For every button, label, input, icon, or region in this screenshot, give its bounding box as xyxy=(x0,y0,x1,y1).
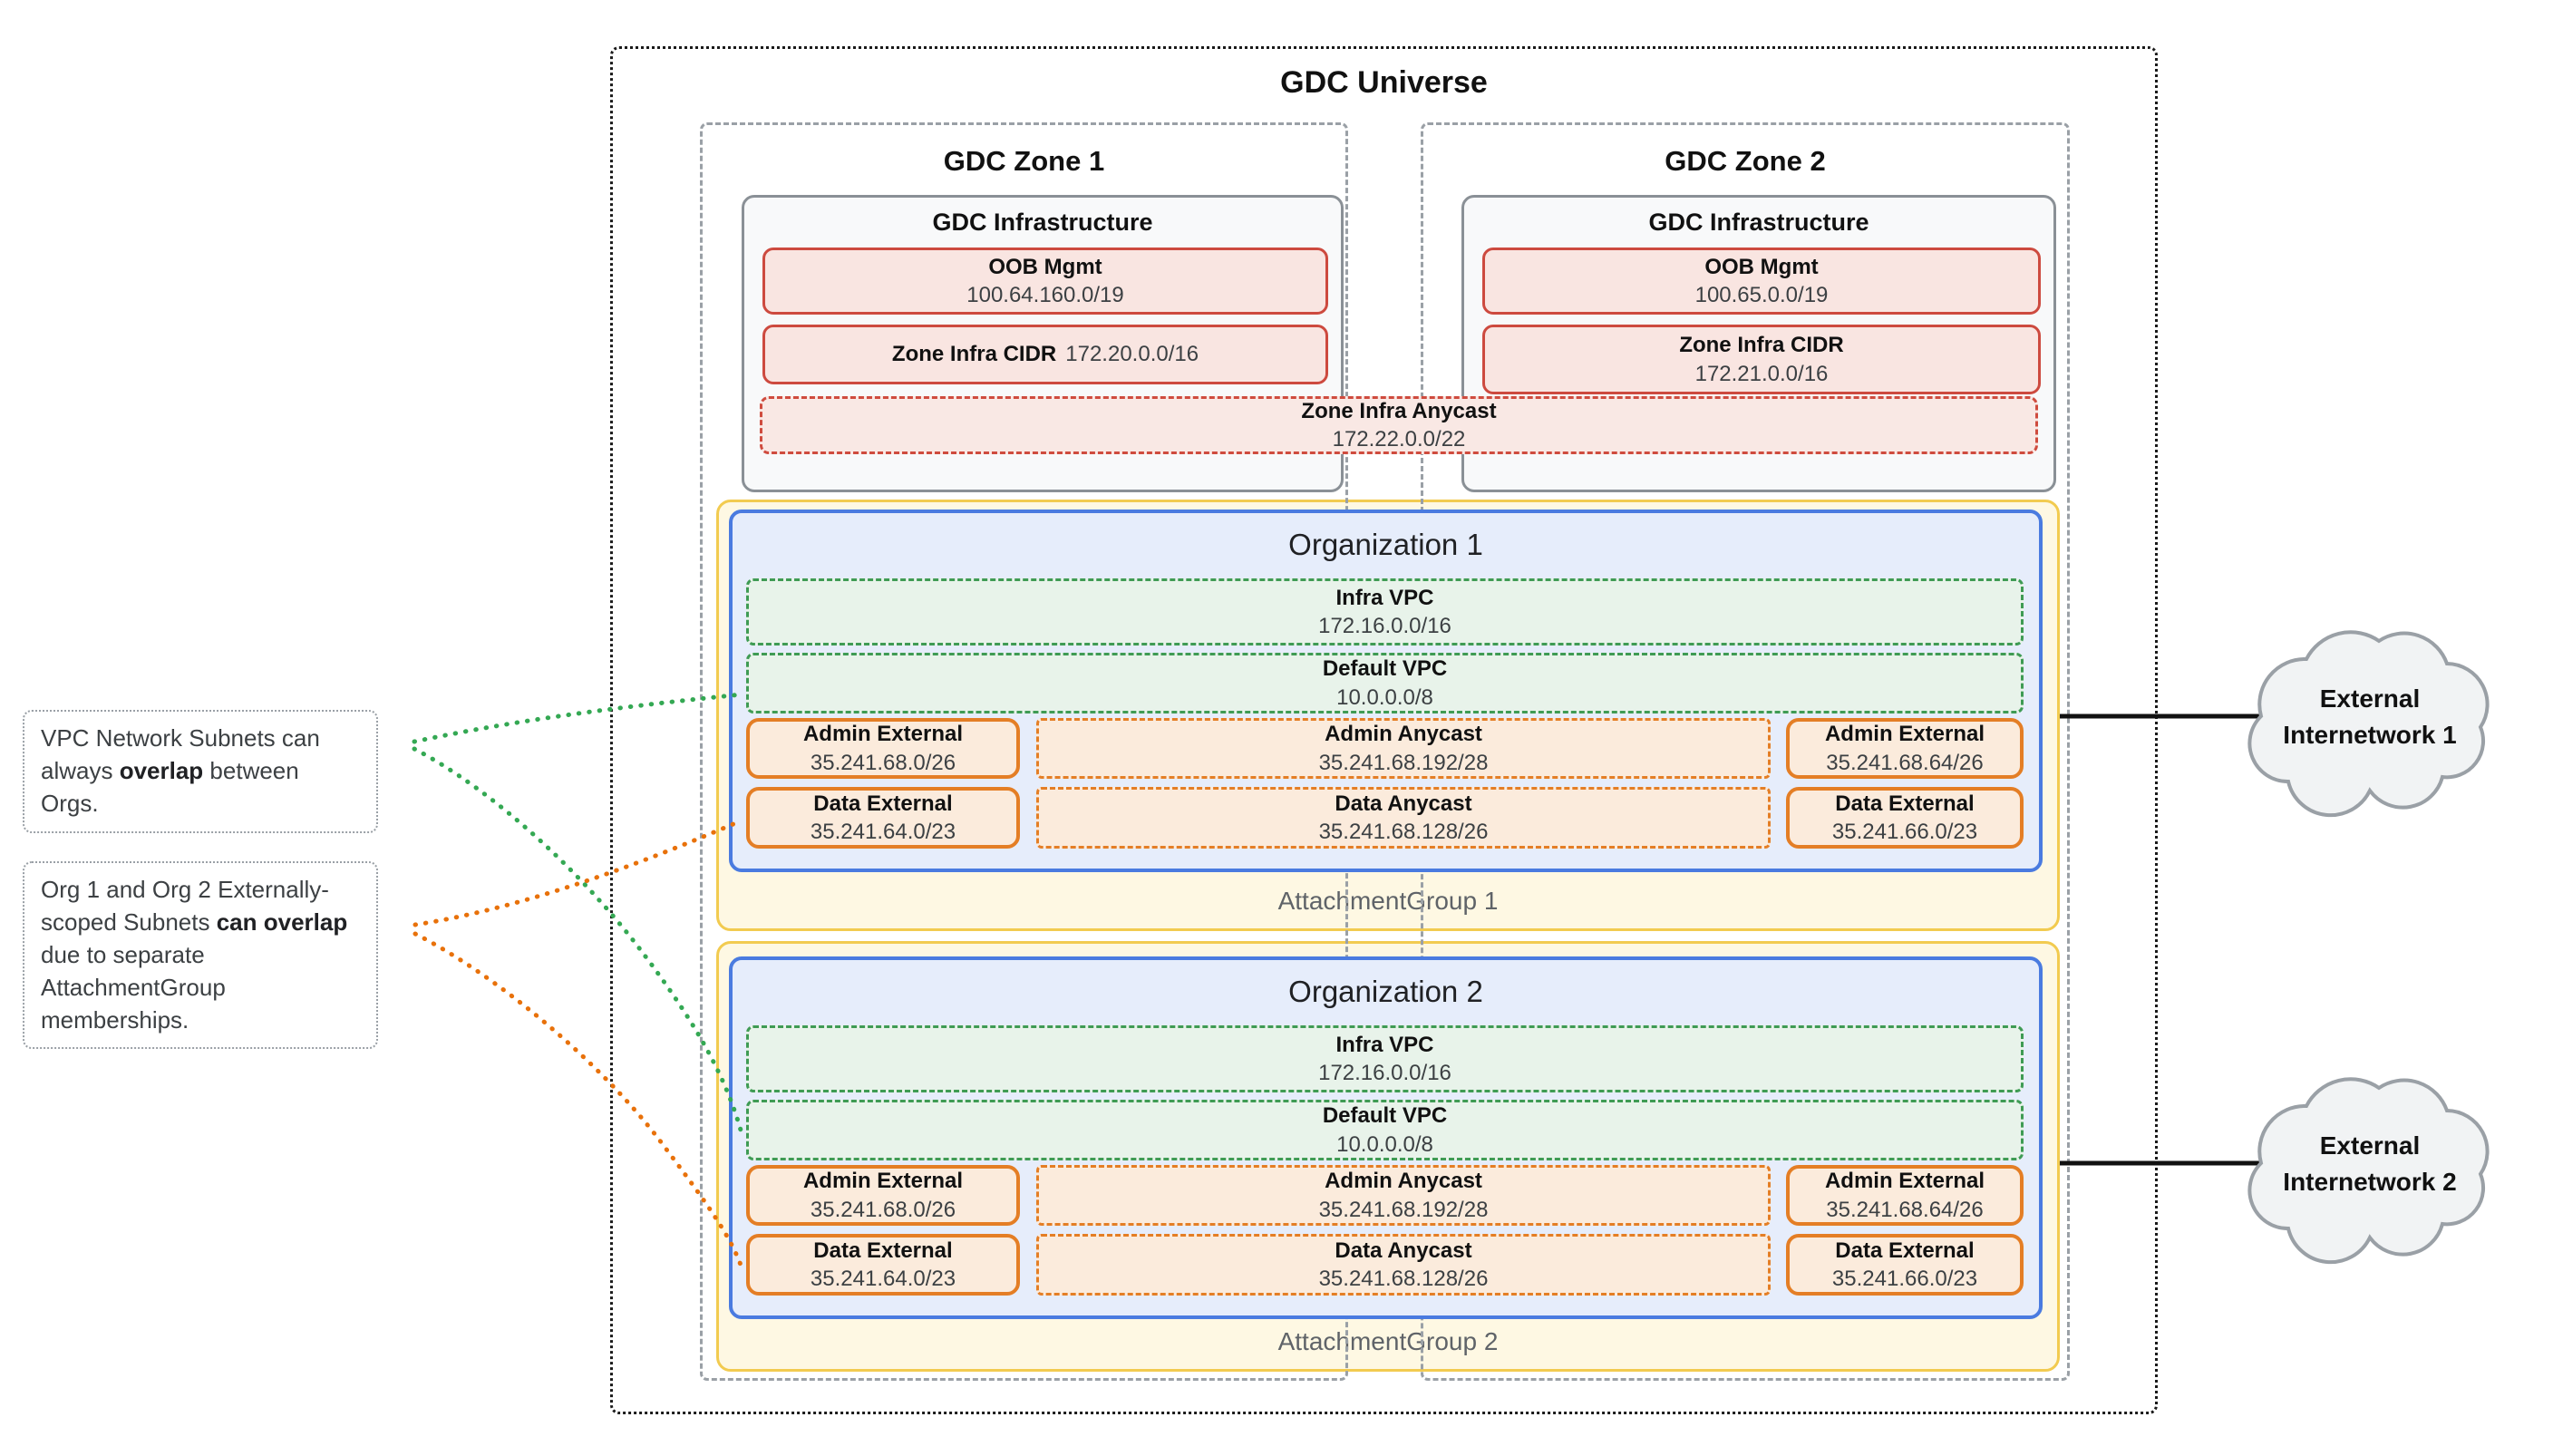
data-anycast-label: Data Anycast xyxy=(1335,791,1472,816)
data-external-label: Data External xyxy=(813,791,953,816)
data-anycast-label: Data Anycast xyxy=(1335,1238,1472,1263)
admin-external-label: Admin External xyxy=(802,1169,964,1194)
admin-external-label: Admin External xyxy=(1824,722,1985,747)
org1-admin-anycast: Admin Anycast 35.241.68.192/28 xyxy=(1036,718,1771,779)
data-external-cidr: 35.241.64.0/23 xyxy=(810,820,956,844)
zone-1-infra-cidr-box: Zone Infra CIDR 172.20.0.0/16 xyxy=(762,325,1328,384)
admin-external-label: Admin External xyxy=(1824,1169,1985,1194)
admin-external-cidr: 35.241.68.64/26 xyxy=(1826,750,1984,775)
org2-admin-anycast: Admin Anycast 35.241.68.192/28 xyxy=(1036,1165,1771,1226)
zone-infra-anycast-box: Zone Infra Anycast 172.22.0.0/22 xyxy=(760,396,2038,454)
zone-2-infra-title: GDC Infrastructure xyxy=(1648,209,1869,236)
org1-admin-external-right: Admin External 35.241.68.64/26 xyxy=(1786,718,2024,779)
org1-default-vpc: Default VPC 10.0.0.0/8 xyxy=(746,653,2024,713)
zone-1-infra-title: GDC Infrastructure xyxy=(932,209,1153,236)
zone-2-title: GDC Zone 2 xyxy=(1665,145,1826,177)
data-external-cidr: 35.241.66.0/23 xyxy=(1831,820,1978,844)
universe-title: GDC Universe xyxy=(1280,65,1488,100)
admin-external-label: Admin External xyxy=(802,722,964,747)
default-vpc-label: Default VPC xyxy=(1322,656,1448,682)
zone-2-oob-mgmt-box: OOB Mgmt 100.65.0.0/19 xyxy=(1482,248,2041,315)
annotation-vpc-overlap: VPC Network Subnets can always overlap b… xyxy=(23,710,378,833)
infra-vpc-label: Infra VPC xyxy=(1335,585,1434,610)
org1-data-anycast: Data Anycast 35.241.68.128/26 xyxy=(1036,787,1771,849)
oob-label: OOB Mgmt xyxy=(988,254,1102,279)
zone-infra-cidr-label: Zone Infra CIDR xyxy=(1679,333,1844,358)
zone-1-title: GDC Zone 1 xyxy=(943,145,1105,177)
data-external-label: Data External xyxy=(813,1238,953,1263)
admin-external-cidr: 35.241.68.0/26 xyxy=(810,1197,956,1222)
cloud-1-label-line2: Internetwork 1 xyxy=(2283,721,2456,749)
org1-admin-external-left: Admin External 35.241.68.0/26 xyxy=(746,718,1020,779)
attachment-group-2-label: AttachmentGroup 2 xyxy=(1277,1327,1499,1355)
org1-infra-vpc: Infra VPC 172.16.0.0/16 xyxy=(746,578,2024,645)
organization-1: Organization 1 Infra VPC 172.16.0.0/16 D… xyxy=(729,510,2043,872)
org2-data-external-right: Data External 35.241.66.0/23 xyxy=(1786,1234,2024,1296)
admin-anycast-cidr: 35.241.68.192/28 xyxy=(1318,750,1489,775)
admin-anycast-cidr: 35.241.68.192/28 xyxy=(1318,1197,1489,1222)
data-external-cidr: 35.241.66.0/23 xyxy=(1831,1267,1978,1291)
organization-2: Organization 2 Infra VPC 172.16.0.0/16 D… xyxy=(729,956,2043,1319)
zone-infra-cidr-value: 172.21.0.0/16 xyxy=(1694,361,1829,386)
org2-data-anycast: Data Anycast 35.241.68.128/26 xyxy=(1036,1234,1771,1296)
annotation-text: Org 1 and Org 2 Externally-scoped Subnet… xyxy=(41,876,329,936)
cloud-icon xyxy=(2247,1077,2490,1265)
organization-1-title: Organization 1 xyxy=(1288,528,1483,561)
oob-cidr: 100.64.160.0/19 xyxy=(966,283,1124,307)
infra-vpc-label: Infra VPC xyxy=(1335,1032,1434,1057)
infra-vpc-cidr: 172.16.0.0/16 xyxy=(1318,614,1451,638)
default-vpc-cidr: 10.0.0.0/8 xyxy=(1336,684,1433,710)
admin-anycast-label: Admin Anycast xyxy=(1325,722,1482,747)
oob-cidr: 100.65.0.0/19 xyxy=(1694,283,1829,307)
oob-label: OOB Mgmt xyxy=(1704,254,1819,279)
org2-admin-external-left: Admin External 35.241.68.0/26 xyxy=(746,1165,1020,1226)
external-internetwork-1: External Internetwork 1 xyxy=(2247,630,2490,818)
external-internetwork-2: External Internetwork 2 xyxy=(2247,1077,2490,1265)
annotation-bold-text: can overlap xyxy=(216,908,348,936)
cloud-2-label-line2: Internetwork 2 xyxy=(2283,1168,2456,1196)
zone-infra-cidr-label: Zone Infra CIDR xyxy=(891,342,1057,367)
admin-external-cidr: 35.241.68.0/26 xyxy=(810,750,956,775)
org2-admin-external-right: Admin External 35.241.68.64/26 xyxy=(1786,1165,2024,1226)
annotation-text: between Orgs. xyxy=(41,756,299,817)
annotation-bold-text: overlap xyxy=(119,756,204,784)
zone-2-infra-cidr-box: Zone Infra CIDR 172.21.0.0/16 xyxy=(1482,325,2041,394)
admin-external-cidr: 35.241.68.64/26 xyxy=(1826,1197,1984,1222)
infra-vpc-cidr: 172.16.0.0/16 xyxy=(1318,1061,1451,1085)
default-vpc-cidr: 10.0.0.0/8 xyxy=(1336,1131,1433,1157)
data-external-label: Data External xyxy=(1835,791,1975,816)
organization-2-title: Organization 2 xyxy=(1288,975,1483,1008)
cloud-icon xyxy=(2247,630,2490,818)
zone-1-oob-mgmt-box: OOB Mgmt 100.64.160.0/19 xyxy=(762,248,1328,315)
annotation-external-overlap: Org 1 and Org 2 Externally-scoped Subnet… xyxy=(23,861,378,1050)
zone-infra-anycast-label: Zone Infra Anycast xyxy=(1301,398,1497,423)
admin-anycast-label: Admin Anycast xyxy=(1325,1169,1482,1194)
cloud-2-label-line1: External xyxy=(2320,1131,2421,1160)
default-vpc-label: Default VPC xyxy=(1322,1103,1448,1129)
zone-infra-anycast-cidr: 172.22.0.0/22 xyxy=(1332,427,1466,451)
data-anycast-cidr: 35.241.68.128/26 xyxy=(1318,820,1489,844)
org2-data-external-left: Data External 35.241.64.0/23 xyxy=(746,1234,1020,1296)
zone-infra-cidr-value: 172.20.0.0/16 xyxy=(1065,342,1199,367)
org1-data-external-left: Data External 35.241.64.0/23 xyxy=(746,787,1020,849)
data-anycast-cidr: 35.241.68.128/26 xyxy=(1318,1267,1489,1291)
data-external-label: Data External xyxy=(1835,1238,1975,1263)
data-external-cidr: 35.241.64.0/23 xyxy=(810,1267,956,1291)
org1-data-external-right: Data External 35.241.66.0/23 xyxy=(1786,787,2024,849)
cloud-1-label-line1: External xyxy=(2320,684,2421,713)
annotation-text: due to separate AttachmentGroup membersh… xyxy=(41,940,226,1034)
attachment-group-1-label: AttachmentGroup 1 xyxy=(1277,887,1499,915)
org2-default-vpc: Default VPC 10.0.0.0/8 xyxy=(746,1100,2024,1160)
org2-infra-vpc: Infra VPC 172.16.0.0/16 xyxy=(746,1025,2024,1092)
annotation-text: VPC Network Subnets can always xyxy=(41,724,320,784)
